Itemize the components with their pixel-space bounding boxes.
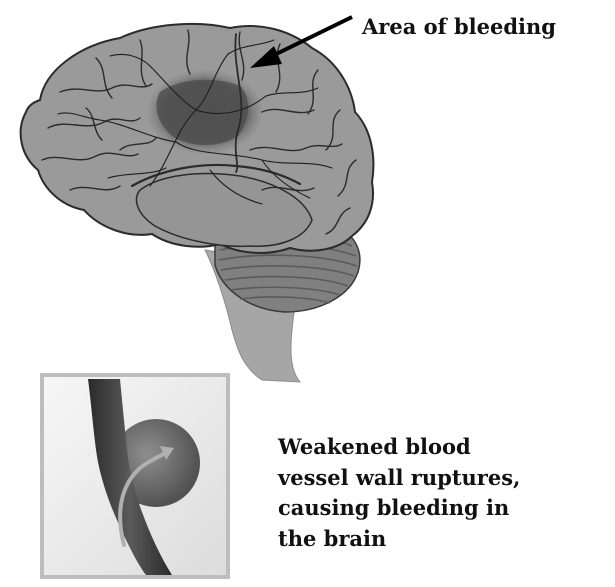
caption-line: causing bleeding in	[278, 493, 608, 524]
caption-line: Weakened blood	[278, 432, 608, 463]
area-of-bleeding-label: Area of bleeding	[362, 14, 556, 39]
caption-line: the brain	[278, 524, 608, 555]
rupture-caption: Weakened blood vessel wall ruptures, cau…	[278, 432, 608, 554]
caption-line: vessel wall ruptures,	[278, 463, 608, 494]
aneurysm-inset	[42, 375, 228, 577]
